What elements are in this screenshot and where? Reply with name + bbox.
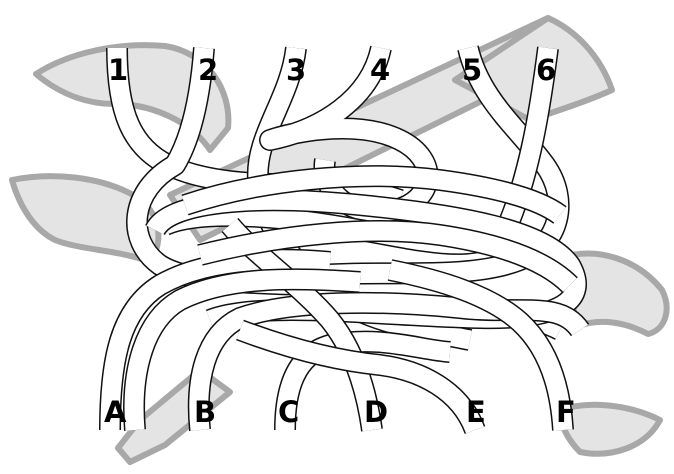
label-bottom-e: E bbox=[466, 395, 486, 429]
label-top-6: 6 bbox=[536, 53, 556, 87]
label-top-5: 5 bbox=[462, 53, 482, 87]
label-top-2: 2 bbox=[198, 53, 218, 87]
label-bottom-b: B bbox=[194, 395, 216, 429]
label-bottom-c: C bbox=[278, 395, 299, 429]
label-bottom-f: F bbox=[556, 395, 576, 429]
label-top-1: 1 bbox=[108, 53, 128, 87]
label-top-4: 4 bbox=[370, 53, 390, 87]
label-top-3: 3 bbox=[286, 53, 306, 87]
label-bottom-d: D bbox=[364, 395, 388, 429]
label-bottom-a: A bbox=[104, 395, 127, 429]
